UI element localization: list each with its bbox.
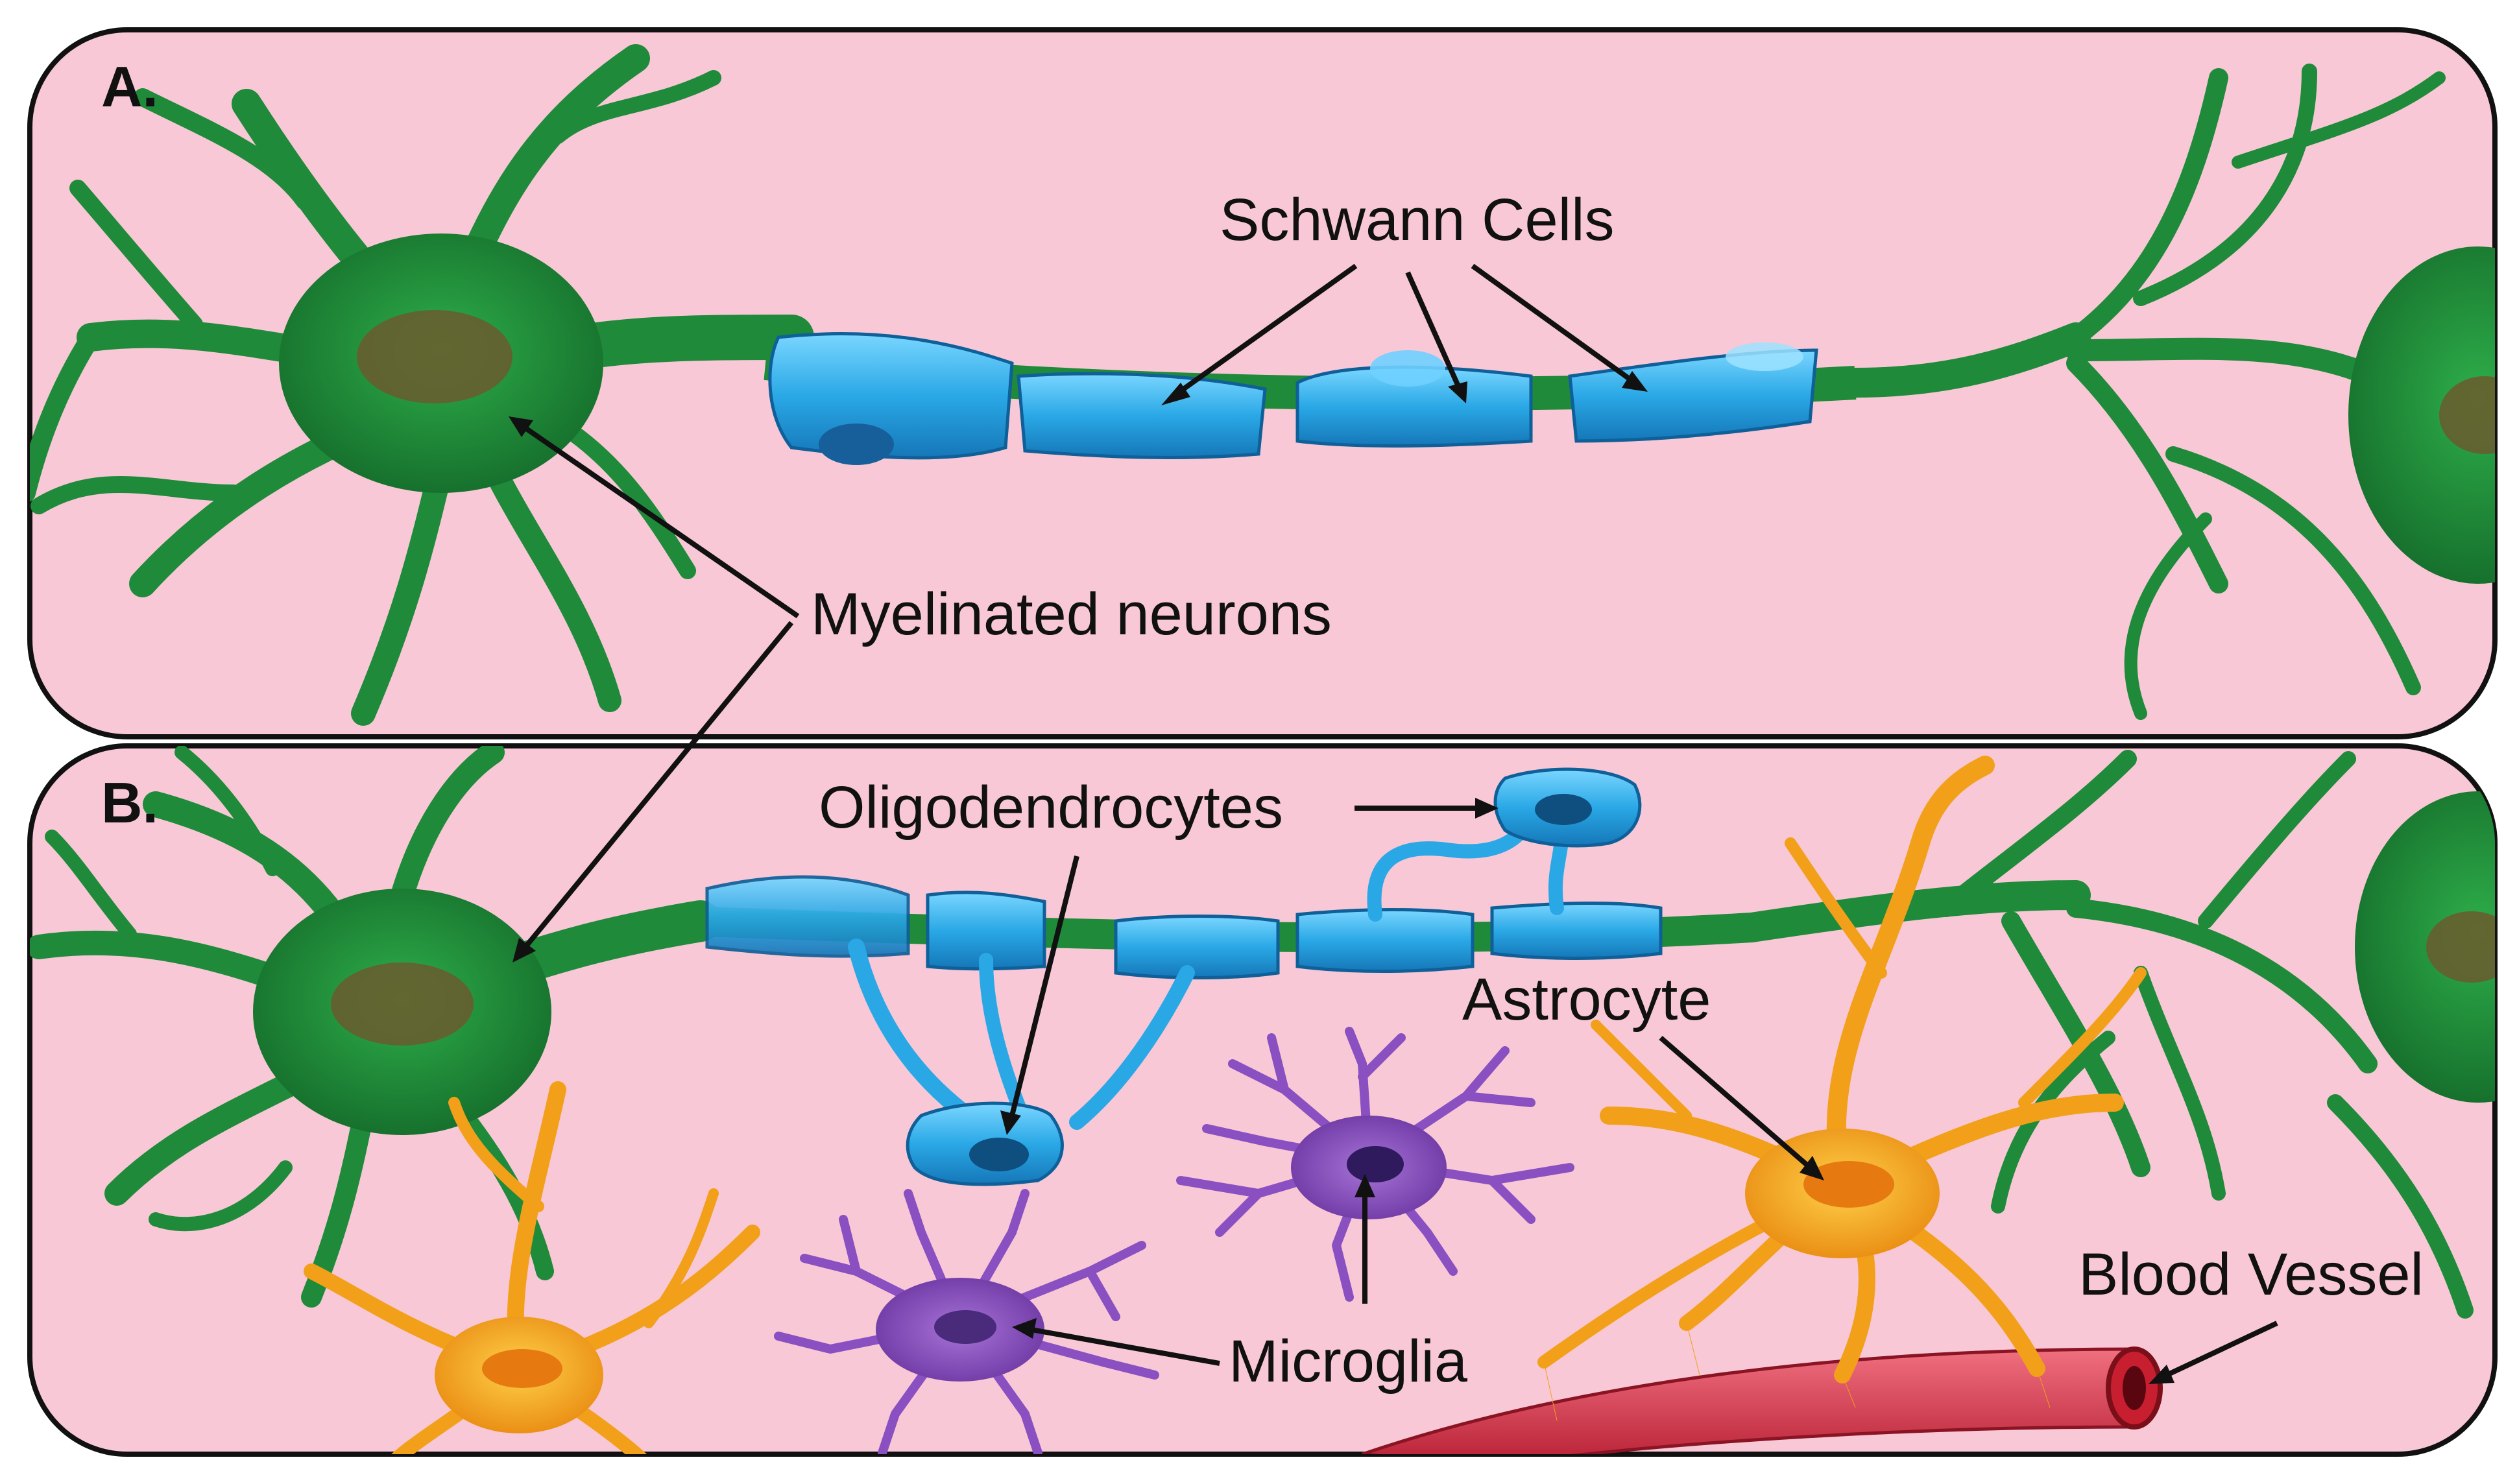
schwann-arrow-1 <box>1172 263 1358 398</box>
microglia-center <box>1176 1027 1574 1302</box>
nucleus-right-a <box>2439 376 2495 454</box>
schwann-arrow-3 <box>1471 263 1637 385</box>
astrocyte-right <box>1537 756 2147 1421</box>
oligo-myelin <box>705 810 1663 1137</box>
panel-b: B. Oligodendrocytes Astrocyte Microglia … <box>27 743 2498 1457</box>
schwann-cells-label: Schwann Cells <box>1220 187 1615 253</box>
nucleus-left-a <box>357 310 512 403</box>
astrocyte-label: Astrocyte <box>1462 966 1711 1033</box>
astrocyte-arrow <box>1659 1035 1812 1170</box>
panel-a-label: A. <box>101 54 158 119</box>
panel-b-label: B. <box>101 771 158 835</box>
astrocyte-left <box>304 1081 760 1454</box>
myelinated-arrow-a <box>524 425 800 619</box>
oligodendrocyte-upper <box>1493 767 1642 848</box>
neuron-right-b <box>1737 750 2474 1319</box>
blood-vessel-arrow <box>2165 1321 2278 1378</box>
schwann-arrow-2 <box>1405 271 1462 390</box>
myelinated-arrow-b <box>523 621 794 949</box>
nucleus-left-b <box>331 963 474 1046</box>
blood-vessel <box>1362 1346 2163 1454</box>
schwann-cells <box>768 332 1818 465</box>
microglia-left <box>774 1189 1159 1454</box>
neuron-right-a <box>1840 64 2446 720</box>
myelinated-neurons-label: Myelinated neurons <box>811 581 1332 647</box>
microglia-label: Microglia <box>1229 1328 1468 1394</box>
microglia-arrow-left <box>1031 1327 1220 1366</box>
oligodendrocyte-lower <box>906 1101 1064 1186</box>
oligo-arrow-lower <box>1009 856 1079 1116</box>
blood-vessel-label: Blood Vessel <box>2078 1241 2424 1308</box>
oligodendrocytes-label: Oligodendrocytes <box>819 774 1283 841</box>
nucleus-right-b <box>2426 911 2495 983</box>
